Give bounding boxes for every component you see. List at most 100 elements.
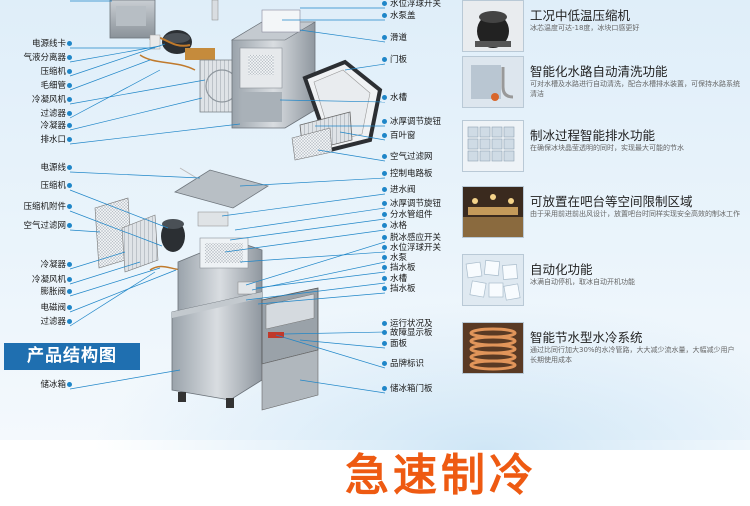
callout-dot-icon	[67, 97, 72, 102]
callout-label: 面板	[390, 339, 408, 349]
callout-dot-icon	[382, 133, 387, 138]
waterline-thumb-icon	[462, 56, 524, 108]
callout-label: 电源线卡	[31, 39, 66, 49]
callout-dot-icon	[382, 1, 387, 6]
feature-desc: 可对水槽及水路进行自动清洗，配合水槽排水装置，可保持水路系统清洁	[530, 80, 740, 98]
feature-desc: 由于采用前进前出风设计，放置吧台时同样实现安全高效的制冰工作	[530, 210, 740, 218]
callout-label: 压缩机电容	[34, 0, 77, 2]
callout-label: 水泵盖	[390, 11, 416, 21]
callout-dot-icon	[382, 235, 387, 240]
callout-dot-icon	[67, 305, 72, 310]
callout-dot-icon	[382, 255, 387, 260]
callout-label: 水位浮球开关	[390, 243, 442, 253]
callout-label: 水槽	[390, 274, 408, 284]
compressor-thumb-icon	[462, 0, 524, 52]
callout-dot-icon	[382, 223, 387, 228]
feature-title: 工况中低温压缩机	[530, 8, 631, 23]
callout-label: 空气过滤网	[23, 221, 66, 231]
leader-lines	[69, 0, 386, 394]
callout-dot-icon	[382, 187, 387, 192]
callout-dot-icon	[67, 289, 72, 294]
callout-label: 冰格	[390, 221, 408, 231]
callout-label: 运行状况及	[390, 319, 433, 329]
ice-cubes-thumb-icon	[462, 254, 524, 306]
bar-counter-thumb-icon	[462, 186, 524, 238]
callout-label: 电磁阀	[40, 303, 66, 313]
feature-desc: 通过比同行加大30%的水冷管路，大大减少流水量，大幅减少用户长期使用成本	[530, 346, 735, 364]
bottom-machine	[94, 167, 319, 411]
feature-desc: 冰芯温度可达-18度，冰块口感更好	[530, 24, 640, 32]
callout-label: 冷凝风机	[31, 275, 66, 285]
feature-desc: 在确保冰块晶莹透明的同时，实现最大可能的节水	[530, 144, 684, 152]
callout-label: 冰厚调节旋钮	[390, 199, 442, 209]
feature-card: 自动化功能 冰满自动停机，取冰自动开机功能	[458, 254, 750, 310]
feature-card: 智能化水路自动清洗功能 可对水槽及水路进行自动清洗，配合水槽排水装置，可保持水路…	[458, 56, 750, 112]
feature-title: 自动化功能	[530, 262, 593, 277]
callout-label: 压缩机附件	[23, 202, 66, 212]
callout-dot-icon	[382, 57, 387, 62]
callout-label: 冷凝风机	[31, 95, 66, 105]
callout-dot-icon	[382, 13, 387, 18]
feature-desc: 冰满自动停机，取冰自动开机功能	[530, 278, 635, 286]
callout-dot-icon	[67, 223, 72, 228]
copper-coil-thumb-icon	[462, 322, 524, 374]
callout-label: 挡水板	[390, 284, 416, 294]
callout-label: 过滤器	[40, 109, 66, 119]
callout-dot-icon	[67, 165, 72, 170]
callout-dot-icon	[382, 212, 387, 217]
callout-dot-icon	[382, 119, 387, 124]
callout-dot-icon	[67, 277, 72, 282]
callout-dot-icon	[67, 69, 72, 74]
callout-label: 水槽	[390, 93, 408, 103]
callout-dot-icon	[382, 245, 387, 250]
feature-card: 制冰过程智能排水功能 在确保冰块晶莹透明的同时，实现最大可能的节水	[458, 120, 750, 176]
callout-dot-icon	[382, 95, 387, 100]
callout-dot-icon	[382, 276, 387, 281]
callout-label: 水泵	[390, 253, 408, 263]
headline: 急速制冷	[345, 450, 537, 501]
callout-dot-icon	[382, 265, 387, 270]
callout-label: 百叶窗	[390, 131, 416, 141]
callout-label: 空气过滤网	[390, 152, 433, 162]
feature-card: 可放置在吧台等空间限制区域 由于采用前进前出风设计，放置吧台时同样实现安全高效的…	[458, 186, 750, 242]
ice-grid-thumb-icon	[462, 120, 524, 172]
callout-dot-icon	[382, 361, 387, 366]
callout-dot-icon	[382, 341, 387, 346]
callout-dot-icon	[382, 35, 387, 40]
diagram-drawing	[69, 0, 386, 411]
callout-label: 毛细管	[40, 81, 66, 91]
callout-dot-icon	[67, 83, 72, 88]
callout-label: 气液分离器	[23, 53, 66, 63]
callout-label: 脱冰感应开关	[390, 233, 442, 243]
callout-dot-icon	[67, 204, 72, 209]
callout-label: 水位浮球开关	[390, 0, 442, 9]
callout-dot-icon	[382, 286, 387, 291]
callout-label: 挡水板	[390, 263, 416, 273]
callout-dot-icon	[67, 137, 72, 142]
feature-title: 智能化水路自动清洗功能	[530, 64, 668, 79]
callout-label: 故障显示板	[390, 328, 433, 338]
callout-dot-icon	[67, 382, 72, 387]
callout-dot-icon	[67, 41, 72, 46]
callout-dot-icon	[67, 183, 72, 188]
callout-label: 储冰箱门板	[390, 384, 433, 394]
callout-label: 控制电路板	[390, 169, 433, 179]
callout-label: 排水口	[40, 135, 66, 145]
feature-title: 制冰过程智能排水功能	[530, 128, 656, 143]
callout-label: 压缩机	[40, 67, 66, 77]
callout-label: 分水管组件	[390, 210, 433, 220]
callout-dot-icon	[67, 262, 72, 267]
callout-dot-icon	[382, 321, 387, 326]
callout-label: 储冰箱	[40, 380, 66, 390]
callout-dot-icon	[382, 201, 387, 206]
structure-diagram: 压缩机电容电源线卡气液分离器压缩机毛细管冷凝风机过滤器冷凝器排水口电源线压缩机压…	[4, 0, 442, 411]
callout-label: 门板	[390, 55, 408, 65]
callout-dot-icon	[382, 386, 387, 391]
callout-dot-icon	[67, 111, 72, 116]
callout-label: 冷凝器	[40, 260, 66, 270]
callout-dot-icon	[67, 55, 72, 60]
feature-card: 智能节水型水冷系统 通过比同行加大30%的水冷管路，大大减少流水量，大幅减少用户…	[458, 322, 750, 378]
callout-label: 过滤器	[40, 317, 66, 327]
top-machine	[109, 0, 383, 161]
callout-dot-icon	[382, 330, 387, 335]
